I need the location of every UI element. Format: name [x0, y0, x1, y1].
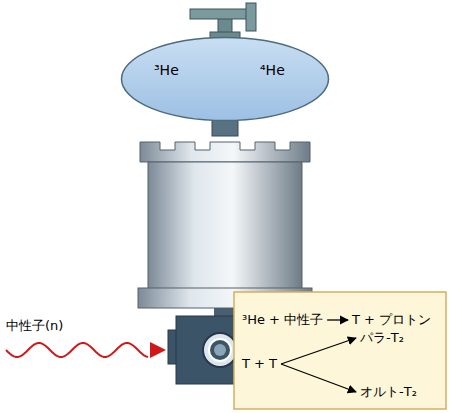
- reaction-text: パラ-T₂: [360, 330, 404, 346]
- zoom-callout: [234, 292, 446, 409]
- reaction-term: オルト-T₂: [360, 384, 417, 400]
- ellipse-outline: [120, 36, 330, 122]
- beam-label: 中性子(n): [6, 318, 63, 334]
- reaction-text: ³He + 中性子: [242, 312, 323, 328]
- neutron-beam: [6, 342, 166, 358]
- isotope-label: ⁴He: [260, 62, 285, 78]
- reaction-term: T + T: [242, 356, 277, 372]
- reaction-term: T + プロトン: [352, 312, 431, 328]
- gas-chamber: ³He ⁴He: [120, 36, 330, 122]
- reaction-arrow: [281, 338, 356, 364]
- reaction-text: オルト-T₂: [360, 384, 417, 400]
- valve: [190, 3, 256, 40]
- reaction-arrow: [327, 319, 348, 320]
- cylinder: [138, 142, 312, 308]
- reaction-text: T + プロトン: [352, 312, 431, 328]
- neck: [212, 120, 238, 136]
- reaction-term: パラ-T₂: [360, 330, 404, 346]
- reaction-text: T + T: [242, 356, 277, 372]
- reaction-arrow: [281, 364, 356, 392]
- isotope-label: ³He: [154, 62, 179, 78]
- reaction-term: ³He + 中性子: [242, 312, 323, 328]
